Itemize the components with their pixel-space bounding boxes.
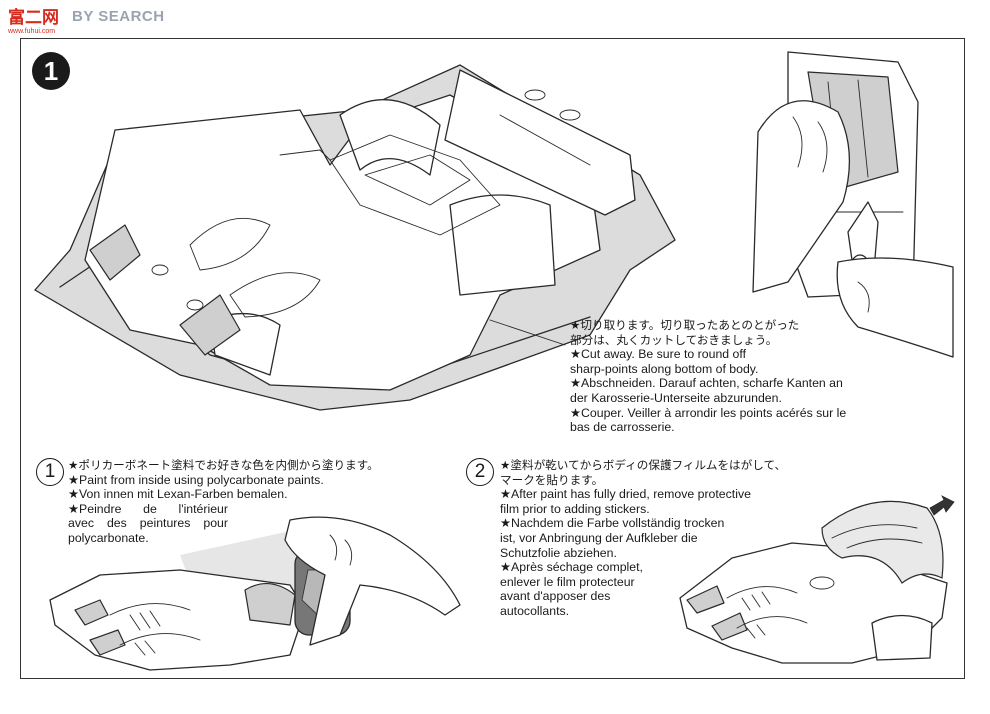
watermark-url: www.fuhui.com <box>7 28 55 35</box>
sticker-note-line: enlever le film protecteur <box>500 574 635 589</box>
paint-note-french-line: avec des peintures pour <box>68 516 228 531</box>
car-body <box>84 69 636 391</box>
word: l'intérieur <box>178 501 228 516</box>
sticker-note-line: Schutzfolie abziehen. <box>500 545 617 560</box>
sticker-note-line: ist, vor Anbringung der Aufkleber die <box>500 530 698 545</box>
sticker-note-line: film prior to adding stickers. <box>500 501 650 516</box>
paint-note-french-line: polycarbonate. <box>68 530 149 545</box>
sticker-note-line: avant d'apposer des <box>500 589 611 604</box>
right-hand <box>836 257 954 358</box>
sticker-note-line: マークを貼ります。 <box>500 472 604 487</box>
instruction-frame <box>20 38 965 679</box>
paint-note-line: ★ポリカーボネート塗料でお好きな色を内側から塗ります。 <box>68 458 379 472</box>
word: pour <box>203 516 228 531</box>
paint-note-french-line: ★Peindre de l'intérieur <box>68 502 228 517</box>
paint-instruction-note: ★ポリカーボネート塗料でお好きな色を内側から塗ります。 ★Paint from … <box>68 458 379 546</box>
paint-note-line: ★Paint from inside using polycarbonate p… <box>68 472 324 487</box>
cut-note-line: der Karosserie-Unterseite abzurunden. <box>570 390 782 405</box>
substep-number: 2 <box>466 458 494 486</box>
cut-note-line: ★切り取ります。切り取ったあとのとがった <box>570 318 800 332</box>
cut-note-line: sharp-points along bottom of body. <box>570 361 759 376</box>
word: de <box>143 501 157 516</box>
cut-note-line: ★Couper. Veiller à arrondir les points a… <box>570 405 847 420</box>
peel-direction-arrow-icon <box>929 495 955 516</box>
sticker-note-line: ★After paint has fully dried, remove pro… <box>500 487 751 502</box>
cut-instruction-note: ★切り取ります。切り取ったあとのとがった 部分は、丸くカットしておきましょう。 … <box>570 318 846 435</box>
protective-film <box>821 500 944 584</box>
step-number-badge: 1 <box>32 52 70 90</box>
sticker-note-line: ★Après séchage complet, <box>500 560 643 575</box>
cut-note-line: bas de carrosserie. <box>570 420 675 435</box>
watermark-logo: 富二网 BY SEARCH www.fuhui.com <box>7 7 165 35</box>
spray-painting-illustration <box>49 516 461 671</box>
cut-note-line: ★Cut away. Be sure to round off <box>570 347 746 362</box>
sticker-instruction-note: ★塗料が乾いてからボディの保護フィルムをはがして、 マークを貼ります。 ★Aft… <box>500 458 786 619</box>
left-hand <box>752 100 851 293</box>
sticker-note-line: ★塗料が乾いてからボディの保護フィルムをはがして、 <box>500 458 787 472</box>
word: ★Peindre <box>68 501 122 516</box>
cut-pointer-line <box>489 319 566 346</box>
cut-note-line: 部分は、丸くカットしておきましょう。 <box>570 332 778 347</box>
word: peintures <box>139 516 191 531</box>
body-on-tray-illustration <box>33 64 676 411</box>
word: avec <box>68 516 94 531</box>
word: des <box>106 516 127 531</box>
hand-holding-can <box>284 516 461 646</box>
watermark-brand: BY SEARCH <box>72 8 165 25</box>
film-removal-illustration <box>679 495 955 664</box>
cutting-hands-illustration <box>752 51 954 358</box>
sticker-note-line: ★Nachdem die Farbe vollständig trocken <box>500 516 725 531</box>
watermark-cn: 富二网 <box>8 7 59 28</box>
cut-note-line: ★Abschneiden. Darauf achten, scharfe Kan… <box>570 376 843 391</box>
substep-number: 1 <box>36 458 64 486</box>
sticker-note-line: autocollants. <box>500 603 570 618</box>
paint-note-line: ★Von innen mit Lexan-Farben bemalen. <box>68 487 288 502</box>
